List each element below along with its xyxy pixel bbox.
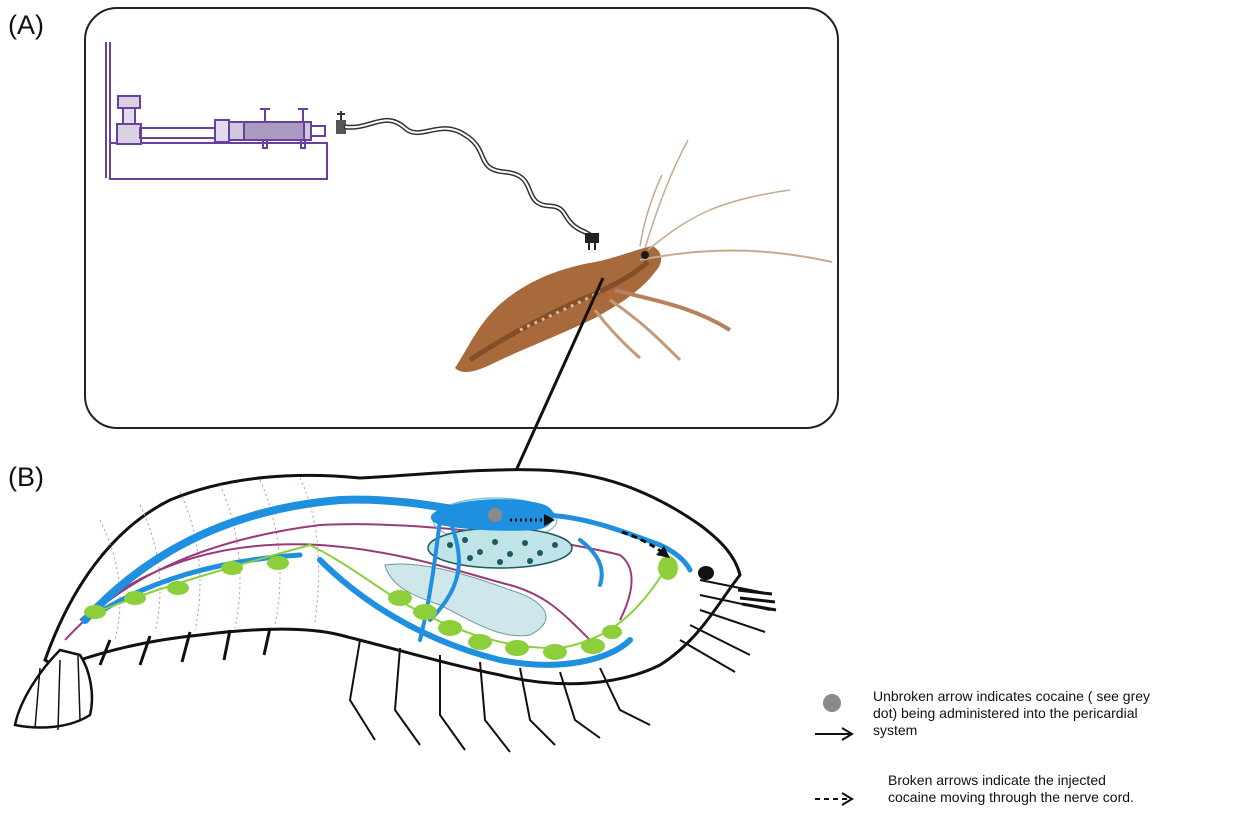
legend-broken-line2: cocaine moving through the nerve cord. <box>888 789 1134 806</box>
legend-grey-dot <box>823 694 841 712</box>
injection-port <box>585 233 599 243</box>
legend-unbroken-text: Unbroken arrow indicates cocaine ( see g… <box>873 688 1150 739</box>
legend-broken-line1: Broken arrows indicate the injected <box>888 772 1134 789</box>
cocaine-dot <box>488 508 502 522</box>
legend-broken-text: Broken arrows indicate the injected coca… <box>888 772 1134 806</box>
eye <box>698 566 714 580</box>
hepatopancreas <box>428 528 572 568</box>
needle-connector <box>336 111 346 134</box>
legend-unbroken-line2: dot) being administered into the pericar… <box>873 705 1150 722</box>
crayfish-anatomy-diagram <box>15 470 776 752</box>
legend-solid-arrow <box>815 728 852 740</box>
legend-dashed-arrow <box>815 793 852 805</box>
legend-unbroken-line3: system <box>873 722 1150 739</box>
legend-unbroken-line1: Unbroken arrow indicates cocaine ( see g… <box>873 688 1150 705</box>
